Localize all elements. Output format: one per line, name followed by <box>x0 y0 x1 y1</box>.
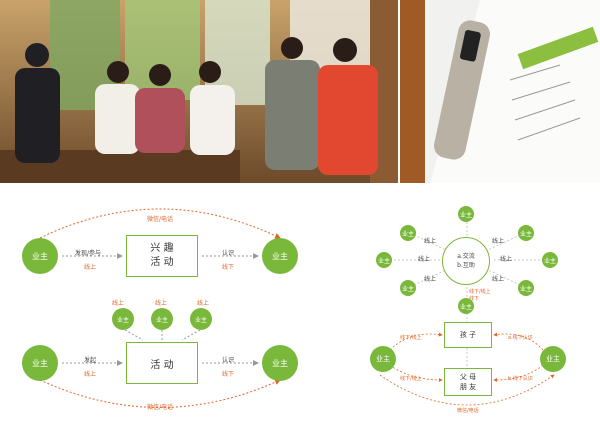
activity-box: 活 动 <box>126 342 198 384</box>
left-diagram-connectors <box>39 208 281 408</box>
top-owner-circle: 业主 <box>458 206 474 222</box>
owner-circle-right-lower: 业主 <box>540 346 566 372</box>
satellite-circle-6: 业主 <box>518 280 534 296</box>
right-diagram-connectors <box>379 222 555 406</box>
left-lower-label-bottom: 线上 <box>84 371 97 378</box>
owner-circle-left-bottom: 业主 <box>22 345 58 381</box>
owner-circle-left-lower: 业主 <box>370 346 396 372</box>
right-diagram: 业主 业主 业主 业主 业主 业主 业主 线上 线上 线上 线上 线上 线上 a… <box>360 200 595 425</box>
satellite-circle-4: 业主 <box>542 252 558 268</box>
children-box: 孩 子 <box>444 322 492 348</box>
small-owner-circle-3: 业主 <box>190 308 212 330</box>
left-lower-relation-label: 线下/线上 <box>400 376 422 382</box>
right-lower-label-top: 线下 <box>222 264 235 271</box>
line-label-1: 线上 <box>424 238 437 245</box>
owner-circle-right-bottom: 业主 <box>262 345 298 381</box>
interest-box-line2: 活 动 <box>150 257 174 268</box>
left-upper-label-top: 发现/参与 <box>75 250 102 257</box>
hub-bottom-label-1: 线下/线上 <box>469 289 491 295</box>
small-owner-circle-2: 业主 <box>151 308 173 330</box>
left-upper-label-bottom: 发起 <box>84 357 97 364</box>
right-bottom-arrow-label: 微信/电话 <box>457 408 479 414</box>
parents-line2: 朋 友 <box>459 383 477 391</box>
satellite-circle-3: 业主 <box>376 252 392 268</box>
hub-line1: a.交流 <box>457 253 475 260</box>
left-lower-label-top: 线上 <box>84 264 97 271</box>
group-photo <box>0 0 398 183</box>
parents-friends-box: 父 母 朋 友 <box>444 368 492 396</box>
satellite-circle-1: 业主 <box>400 225 416 241</box>
line-label-4: 线上 <box>500 256 513 263</box>
owner-circle-right-top: 业主 <box>262 238 298 274</box>
lower-owner-circle: 业主 <box>458 298 474 314</box>
satellite-circle-5: 业主 <box>400 280 416 296</box>
exchange-hub: a.交流 b.互助 <box>442 237 490 285</box>
satellite-circle-2: 业主 <box>518 225 534 241</box>
group-photo-image <box>0 0 398 183</box>
line-label-3: 线上 <box>418 256 431 263</box>
line-label-5: 线上 <box>424 276 437 283</box>
right-upper-label-bottom: 认识 <box>222 357 235 364</box>
right-upper-label-top: 认识 <box>222 250 235 257</box>
right-upper-relation-label: a.线下认识 <box>508 335 533 341</box>
left-upper-relation-label: 线下/线上 <box>400 335 422 341</box>
hub-bottom-label-2: 线下 <box>469 296 480 302</box>
right-lower-label-bottom: 线下 <box>222 371 235 378</box>
recorder-photo-image <box>400 0 600 183</box>
interest-box-line1: 兴 趣 <box>150 243 174 254</box>
owner-circle-left-top: 业主 <box>22 238 58 274</box>
small-label-2: 线上 <box>155 300 168 307</box>
hub-line2: b.互助 <box>457 262 475 269</box>
top-arrow-label: 微信/电话 <box>147 216 174 223</box>
small-label-1: 线上 <box>112 300 125 307</box>
right-lower-relation-label: b.线下认识 <box>508 376 533 382</box>
bottom-arrow-label: 微信/电话 <box>147 404 174 411</box>
line-label-2: 线上 <box>492 238 505 245</box>
line-label-6: 线上 <box>492 276 505 283</box>
recorder-photo <box>400 0 600 183</box>
left-diagram: 微信/电话 业主 发现/参与 线上 兴 趣 活 动 认识 线下 业主 线上 线上… <box>0 190 330 430</box>
small-owner-circle-1: 业主 <box>112 308 134 330</box>
parents-line1: 父 母 <box>459 373 477 381</box>
small-label-3: 线上 <box>197 300 210 307</box>
interest-activity-box: 兴 趣 活 动 <box>126 235 198 277</box>
